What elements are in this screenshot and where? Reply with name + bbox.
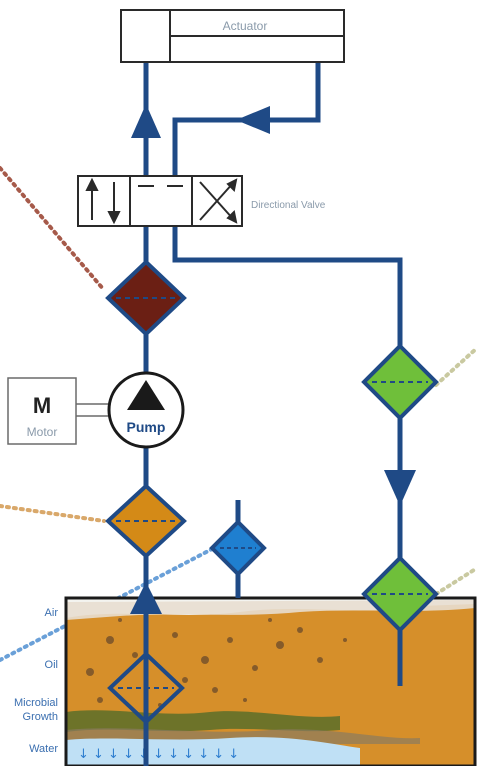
flow-arrows xyxy=(130,104,416,614)
tank-microbial-layer xyxy=(66,710,340,732)
flow-arrow-icon xyxy=(130,582,162,614)
microbial-growth-label-line1: Microbial xyxy=(14,697,58,709)
filters xyxy=(105,259,439,725)
oil-label: Oil xyxy=(45,659,58,671)
valve-parallel-arrows-icon xyxy=(85,177,121,225)
microbial-growth-label-line2: Growth xyxy=(23,711,58,723)
svg-text:↓ ↓ ↓ ↓ ↓ ↓ ↓ ↓ ↓ ↓ ↓: ↓ ↓ ↓ ↓ ↓ ↓ ↓ ↓ ↓ ↓ ↓ xyxy=(78,747,239,762)
motor: M Motor xyxy=(7,377,108,445)
valve-body xyxy=(77,175,243,227)
actuator-label: Actuator xyxy=(223,19,268,33)
flow-arrow-icon xyxy=(131,104,161,138)
filter-diamond-icon xyxy=(361,555,439,633)
motor-icon: M xyxy=(33,393,51,418)
reservoir-tank: ↓ ↓ ↓ ↓ ↓ ↓ ↓ ↓ ↓ ↓ ↓ xyxy=(64,596,477,766)
filter-diamond-icon xyxy=(105,483,187,559)
filter-diamond-icon xyxy=(209,519,267,577)
directional-valve: Directional Valve xyxy=(77,175,326,227)
pump: Pump xyxy=(107,371,185,449)
flow-arrow-icon xyxy=(384,470,416,506)
filter-diamond-icon xyxy=(107,651,185,725)
filter-diamond-icon xyxy=(361,343,439,421)
water-label: Water xyxy=(29,743,58,755)
water-droplets: ↓ ↓ ↓ ↓ ↓ ↓ ↓ ↓ ↓ ↓ ↓ xyxy=(78,747,239,762)
pointer-line-green-lower xyxy=(434,566,477,596)
motor-label: Motor xyxy=(27,425,58,439)
tank-outline xyxy=(64,596,477,766)
pump-label: Pump xyxy=(127,419,166,435)
pump-triangle-icon xyxy=(127,380,165,410)
tank-layer-labels: Air Oil Microbial Growth Water xyxy=(14,607,58,755)
pointer-line-brown xyxy=(0,166,106,292)
valve-label: Directional Valve xyxy=(251,200,326,211)
air-label: Air xyxy=(45,607,59,619)
motor-box xyxy=(7,377,77,445)
flow-arrow-icon xyxy=(236,106,270,134)
oil-particles xyxy=(86,618,347,707)
actuator: Actuator xyxy=(120,9,345,63)
valve-cross-arrows-icon xyxy=(199,178,238,224)
tank-water-region xyxy=(66,737,360,766)
pointer-line-green-upper xyxy=(434,346,477,387)
tank-suction-strainer xyxy=(107,651,185,725)
filter-diamond-icon xyxy=(105,259,187,337)
pointer-line-orange xyxy=(0,504,106,523)
